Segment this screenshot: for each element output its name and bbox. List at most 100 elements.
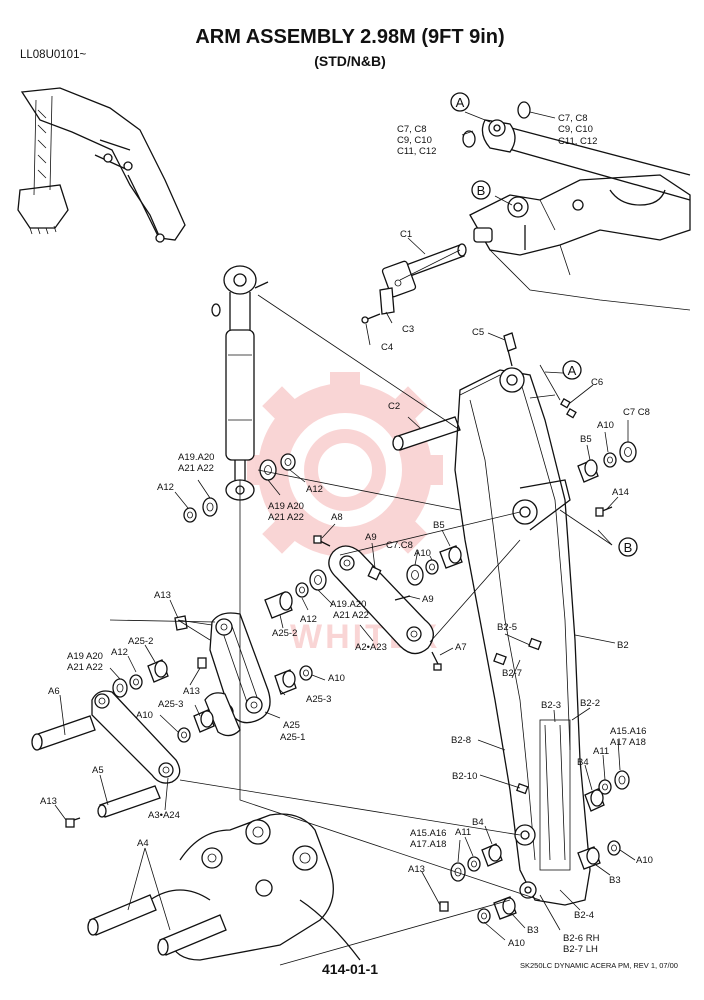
plate-c3 [379, 287, 395, 315]
assembly-guide-lines [109, 249, 613, 966]
label-c7c8-mid: C7.C8 [386, 540, 413, 551]
callout-b-arm: B [618, 537, 638, 557]
label-a10-mid: A10 [414, 548, 431, 559]
label-b2-4: B2-4 [574, 910, 594, 921]
bushing-b4-right [584, 788, 605, 812]
link-a25 [204, 612, 271, 737]
boom-outline [469, 174, 691, 311]
bolt-a7 [431, 651, 442, 671]
pin-a5 [97, 785, 161, 818]
label-b2-2: B2-2 [580, 698, 600, 709]
grease-a13-mid [197, 657, 207, 669]
bolt-a13-lower [65, 817, 81, 828]
label-a19a20-mid-b: A19.A20 [330, 599, 366, 610]
bushing-a25-2-left [147, 659, 169, 683]
label-a13-bottom: A13 [408, 864, 425, 875]
label-a10-bottom: A10 [508, 938, 525, 949]
label-a14: A14 [612, 487, 629, 498]
bushing-a25-3-left [193, 709, 215, 733]
label-c11c12-left: C11, C12 [397, 146, 436, 157]
label-b3-right: B3 [609, 875, 621, 886]
bucket-cylinder [211, 265, 269, 501]
label-b2: B2 [617, 640, 629, 651]
label-b5-top: B5 [580, 434, 592, 445]
page-number: 414-01-1 [322, 961, 378, 977]
washer-a19-mid-a [259, 459, 277, 481]
label-b2-7-top: B2-7 [502, 668, 522, 679]
label-a25-2-left: A25-2 [128, 636, 153, 647]
label-a21a22-mid-b: A21 A22 [333, 610, 369, 621]
label-a9-b: A9 [422, 594, 434, 605]
label-a11-right: A11 [593, 746, 609, 757]
label-a12-left: A12 [111, 647, 128, 658]
label-a10-center: A10 [328, 673, 345, 684]
seal-c7c8-mid [406, 564, 424, 586]
washer-a19-upper [202, 497, 218, 517]
label-a21a22-mid-a: A21 A22 [268, 512, 304, 523]
bushing-a25-3-center [274, 669, 297, 695]
shim-a10-right [607, 840, 621, 856]
label-a3-a24: A3•A24 [148, 810, 180, 821]
label-a25-3-left: A25-3 [158, 699, 183, 710]
excavator-thumbnail [17, 87, 186, 243]
washer-a12-mid [295, 582, 309, 598]
svg-text:B: B [477, 183, 486, 198]
part-labels: C7, C8 C9, C10 C11, C12 C7, C8 C9, C10 C… [40, 113, 653, 955]
bushing-b5-top [577, 459, 599, 483]
link-a2 [328, 545, 434, 655]
callout-b-top: B [471, 180, 491, 200]
label-a4: A4 [137, 838, 149, 849]
label-a13-upper: A13 [154, 590, 171, 601]
label-a10-right: A10 [636, 855, 653, 866]
bolt-c5 [503, 332, 517, 367]
bushing-b3-lower [493, 896, 517, 920]
diagram-title: ARM ASSEMBLY 2.98M (9FT 9in) [195, 26, 504, 48]
label-a17a18-lower: A17.A18 [410, 839, 446, 850]
label-a11-lower: A11 [455, 827, 471, 838]
washer-a15-lower [450, 862, 466, 882]
label-a2-a23: A2•A23 [355, 642, 387, 653]
label-a19a20-mid-a: A19 A20 [268, 501, 304, 512]
label-c5: C5 [472, 327, 484, 338]
washer-a19-left [112, 678, 128, 698]
label-b2-7-lh: B2-7 LH [563, 944, 598, 955]
label-b2-5: B2-5 [497, 622, 517, 633]
washers-c6 [560, 398, 577, 419]
pin-c1 [381, 243, 467, 298]
label-a15a16-right: A15.A16 [610, 726, 646, 737]
washer-a12-left [129, 674, 143, 690]
doc-reference: SK250LC DYNAMIC ACERA PM, REV 1, 07/00 [520, 961, 678, 970]
label-b4-right: B4 [577, 757, 589, 768]
pins-a4 [87, 894, 227, 956]
grease-a13-bottom [439, 901, 449, 912]
label-a12-mid: A12 [300, 614, 317, 625]
label-c2: C2 [388, 401, 400, 412]
label-c9c10-right: C9, C10 [558, 124, 593, 135]
shim-a10-top [603, 452, 617, 468]
label-a25-2-upper: A25-2 [272, 628, 297, 639]
label-c3: C3 [402, 324, 414, 335]
label-b2-3: B2-3 [541, 700, 561, 711]
label-b2-6-rh: B2-6 RH [563, 933, 600, 944]
bushing-b3-right [577, 846, 601, 870]
bucket-bracket [149, 813, 361, 961]
label-c6: C6 [591, 377, 603, 388]
label-c7c8-left: C7, C8 [397, 124, 427, 135]
shim-a10-center [299, 665, 313, 681]
label-b4-lower: B4 [472, 817, 484, 828]
label-a13-lower: A13 [40, 796, 57, 807]
label-a25-1: A25-1 [280, 732, 305, 743]
washer-a12-upper-right [280, 453, 296, 471]
label-a19a20-left: A19 A20 [67, 651, 103, 662]
shim-a11-lower [467, 856, 481, 872]
label-c4: C4 [381, 342, 393, 353]
label-a21a22-upper: A21 A22 [178, 463, 214, 474]
link-a3 [91, 690, 181, 784]
arm-cylinder-top [462, 101, 691, 206]
grease-a13-upper [174, 615, 188, 631]
svg-text:B: B [624, 540, 633, 555]
label-a12-upper-right: A12 [306, 484, 323, 495]
label-a15a16-lower: A15.A16 [410, 828, 446, 839]
grease-a9 [367, 565, 411, 601]
